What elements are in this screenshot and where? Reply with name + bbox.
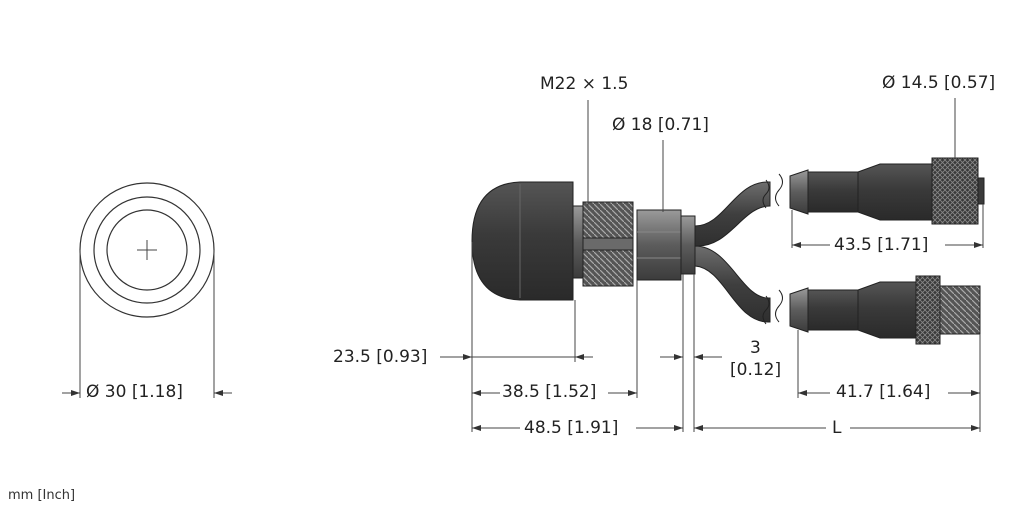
dimension-lines <box>440 98 984 432</box>
arrow-38-5-a <box>472 390 481 396</box>
arrow-23-5-a <box>463 354 472 360</box>
male-collar <box>789 287 809 333</box>
label-len-23-5: 23.5 [0.93] <box>333 347 428 367</box>
arrow-L-a <box>694 425 703 431</box>
arrow-3-a <box>674 354 683 360</box>
male-grip <box>807 289 859 331</box>
cable-lower <box>694 245 771 323</box>
label-len-L: L <box>832 418 842 438</box>
male-body <box>857 281 917 339</box>
arrow-dia30-right <box>214 390 223 396</box>
label-len-41-7: 41.7 [1.64] <box>836 382 931 402</box>
label-len-3-inch: [0.12] <box>730 360 782 380</box>
label-dia-14-5: Ø 14.5 [0.57] <box>882 73 996 93</box>
arrow-41-7-b <box>971 390 980 396</box>
units-note: mm [Inch] <box>8 488 76 503</box>
arrow-43-5-a <box>792 242 801 248</box>
arrow-L-b <box>971 425 980 431</box>
y-cables <box>694 173 783 325</box>
sensor-flange <box>572 205 584 279</box>
front-view <box>62 182 232 398</box>
hex-nut <box>636 209 682 281</box>
male-thread <box>939 285 981 335</box>
arrow-48-5-b <box>674 425 683 431</box>
female-body <box>857 163 933 221</box>
arrow-41-7-a <box>798 390 807 396</box>
connector-male <box>789 275 981 345</box>
connector-female <box>789 157 985 225</box>
cable-upper <box>694 181 771 247</box>
label-len-48-5: 48.5 [1.91] <box>524 418 619 438</box>
label-len-3: 3 <box>750 338 761 358</box>
arrow-38-5-b <box>628 390 637 396</box>
label-dia-30: Ø 30 [1.18] <box>86 382 183 402</box>
thread-upper <box>582 201 634 239</box>
break-mark-lower-2 <box>775 289 783 323</box>
label-dia-18: Ø 18 [0.71] <box>612 115 709 135</box>
female-knurled-nut <box>931 157 979 225</box>
sensor-cap <box>471 181 574 301</box>
thread-core <box>582 237 634 251</box>
female-tip <box>977 177 985 205</box>
arrow-dia30-left <box>71 390 80 396</box>
female-grip <box>807 171 859 213</box>
label-len-43-5: 43.5 [1.71] <box>834 235 929 255</box>
sensor-side-view <box>471 181 696 301</box>
thread-lower <box>582 249 634 287</box>
female-collar <box>789 169 809 215</box>
label-len-38-5: 38.5 [1.52] <box>502 382 597 402</box>
male-knurled-nut <box>915 275 941 345</box>
break-mark-upper <box>762 179 770 209</box>
arrow-23-5-b <box>575 354 584 360</box>
label-thread: M22 × 1.5 <box>540 74 629 94</box>
arrow-48-5-a <box>472 425 481 431</box>
arrow-43-5-b <box>974 242 983 248</box>
cable-gland <box>680 215 696 275</box>
break-mark-lower <box>762 295 770 325</box>
break-mark-upper-2 <box>775 173 783 207</box>
arrow-3-b <box>694 354 703 360</box>
